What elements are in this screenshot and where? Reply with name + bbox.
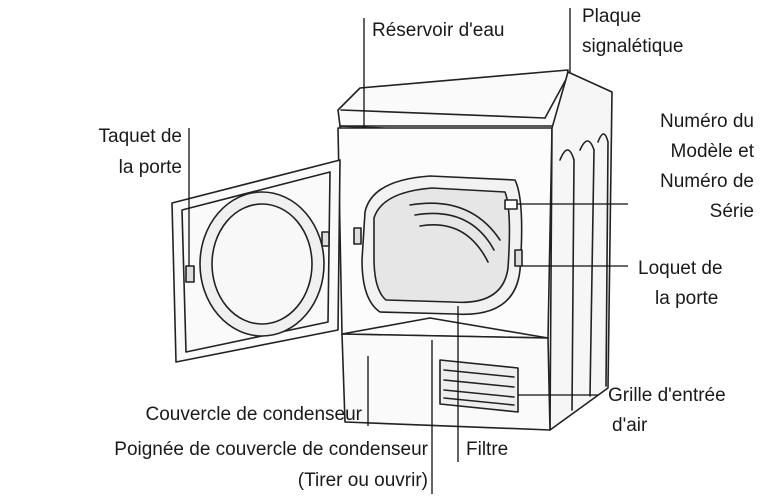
label-door-latch-line2: la porte <box>655 288 719 309</box>
label-condenser-handle-line1: Poignée de couvercle de condenseur <box>114 439 428 460</box>
dryer-side-panel <box>549 71 613 431</box>
label-door-catch-line2: la porte <box>118 157 182 178</box>
door-catch-shape <box>185 265 195 283</box>
label-model-serial-line4: Série <box>709 201 754 222</box>
label-condenser-handle-line2: (Tirer ou ouvrir) <box>297 470 428 491</box>
air-intake-grille <box>439 359 519 413</box>
label-rating-plate-line1: Plaque <box>582 6 642 27</box>
label-air-intake-line1: Grille d'entrée <box>608 385 726 406</box>
label-water-reservoir: Réservoir d'eau <box>372 20 505 41</box>
label-condenser-cover: Couvercle de condenseur <box>145 404 362 425</box>
door-latch-shape <box>514 249 523 267</box>
label-rating-plate-line2: signalétique <box>582 36 684 57</box>
label-air-intake-line2: d'air <box>612 415 648 436</box>
label-door-latch-line1: Loquet de <box>638 258 723 279</box>
label-filter: Filtre <box>466 439 509 460</box>
label-model-serial-line1: Numéro du <box>660 111 754 132</box>
serial-number-tag <box>504 199 518 210</box>
label-model-serial-line2: Modèle et <box>670 141 754 162</box>
label-model-serial-line3: Numéro de <box>660 171 754 192</box>
label-door-catch-line1: Taquet de <box>98 126 182 147</box>
